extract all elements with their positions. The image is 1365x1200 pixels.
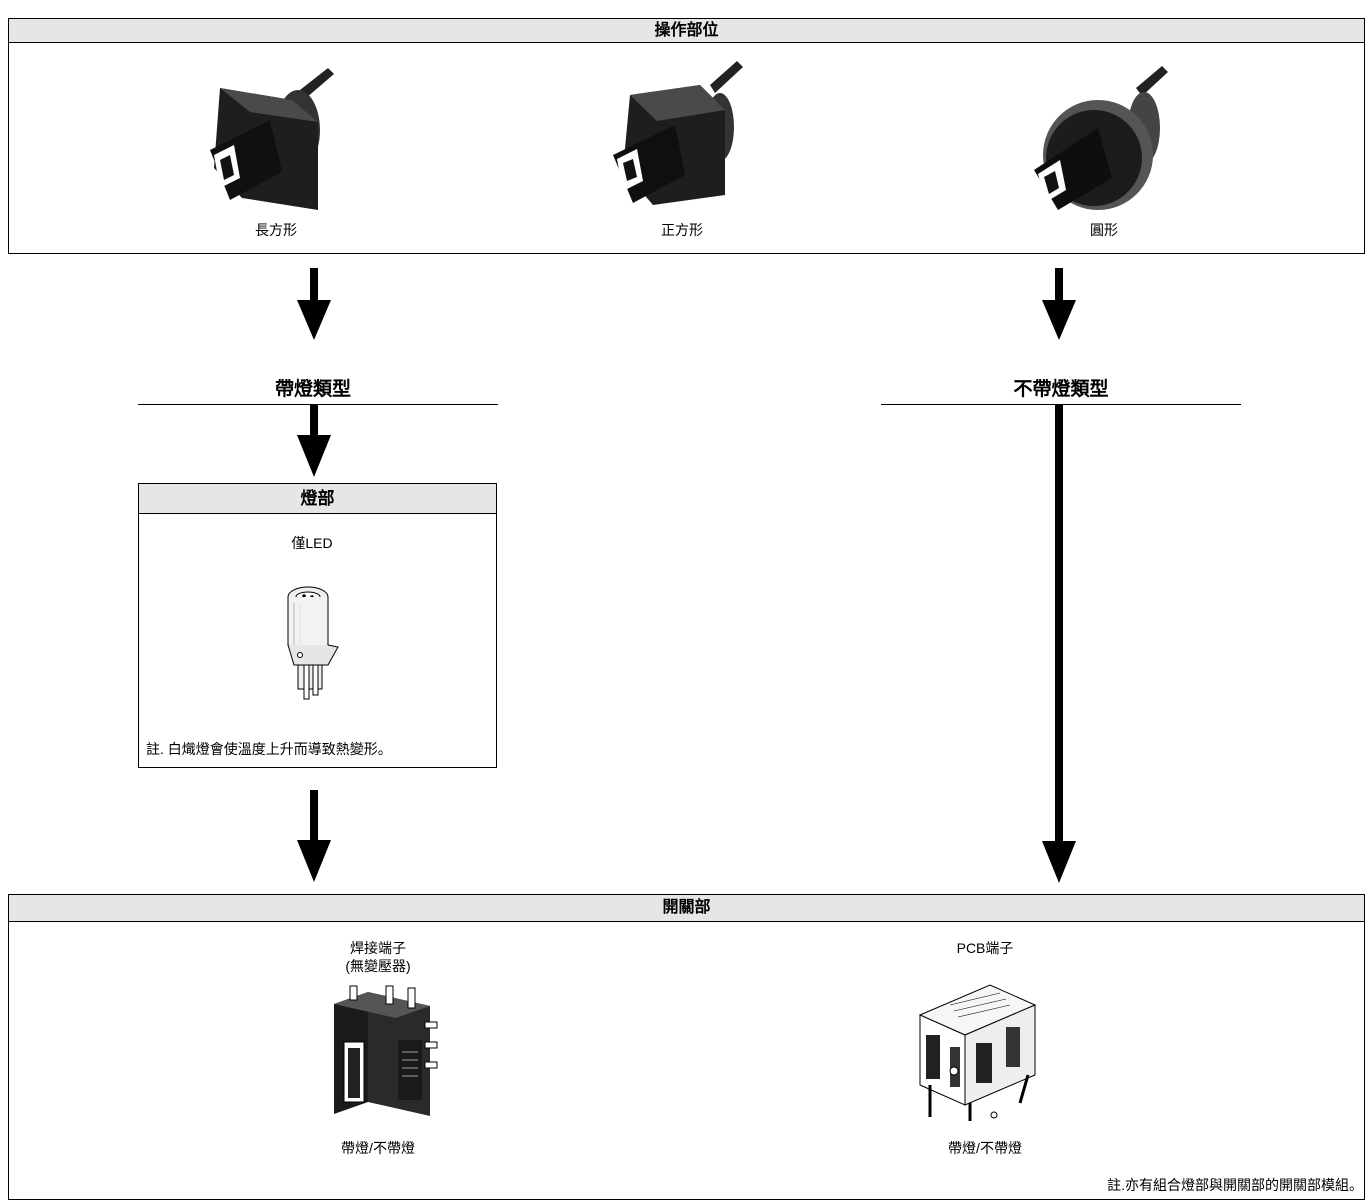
- switch-panel-title: 開關部: [9, 895, 1364, 922]
- rectangular-switch-image: [210, 68, 334, 210]
- unlit-type-heading: 不帶燈類型: [1013, 379, 1109, 400]
- solder-terminal-title: 焊接端子: [350, 940, 406, 956]
- rectangular-label: 長方形: [255, 222, 297, 238]
- lit-type-rule: [138, 404, 498, 405]
- lamp-panel-title: 燈部: [139, 484, 496, 514]
- arrow-to-lamp: [297, 405, 331, 477]
- pcb-switch-image: [918, 984, 1037, 1121]
- lit-type-heading: 帶燈類型: [274, 379, 352, 400]
- square-switch-image: [613, 61, 743, 205]
- pcb-terminal-title: PCB端子: [956, 940, 1014, 956]
- square-label: 正方形: [661, 222, 703, 238]
- switch-panel: 開關部: [8, 894, 1365, 1200]
- arrow-lamp-to-switch: [297, 790, 331, 882]
- arrow-unlit-to-switch: [1042, 405, 1076, 883]
- lamp-led-only: 僅LED: [291, 535, 333, 551]
- round-switch-image: [1034, 65, 1168, 210]
- switch-note: 註.亦有組合燈部與開關部的開關部模組。: [1107, 1177, 1363, 1193]
- pcb-terminal-caption: 帶燈/不帶燈: [948, 1140, 1022, 1156]
- led-lamp-image: [287, 586, 339, 700]
- solder-terminal-subtitle: (無變壓器): [345, 958, 411, 974]
- arrow-to-lit-type: [297, 268, 331, 340]
- round-label: 圓形: [1090, 222, 1118, 238]
- solder-terminal-caption: 帶燈/不帶燈: [341, 1140, 415, 1156]
- solder-switch-image: [334, 985, 438, 1116]
- lamp-note: 註. 白熾燈會使溫度上升而導致熱變形。: [146, 741, 392, 757]
- unlit-type-rule: [881, 404, 1241, 405]
- arrow-to-unlit-type: [1042, 268, 1076, 340]
- operation-panel-title: 操作部位: [9, 19, 1364, 43]
